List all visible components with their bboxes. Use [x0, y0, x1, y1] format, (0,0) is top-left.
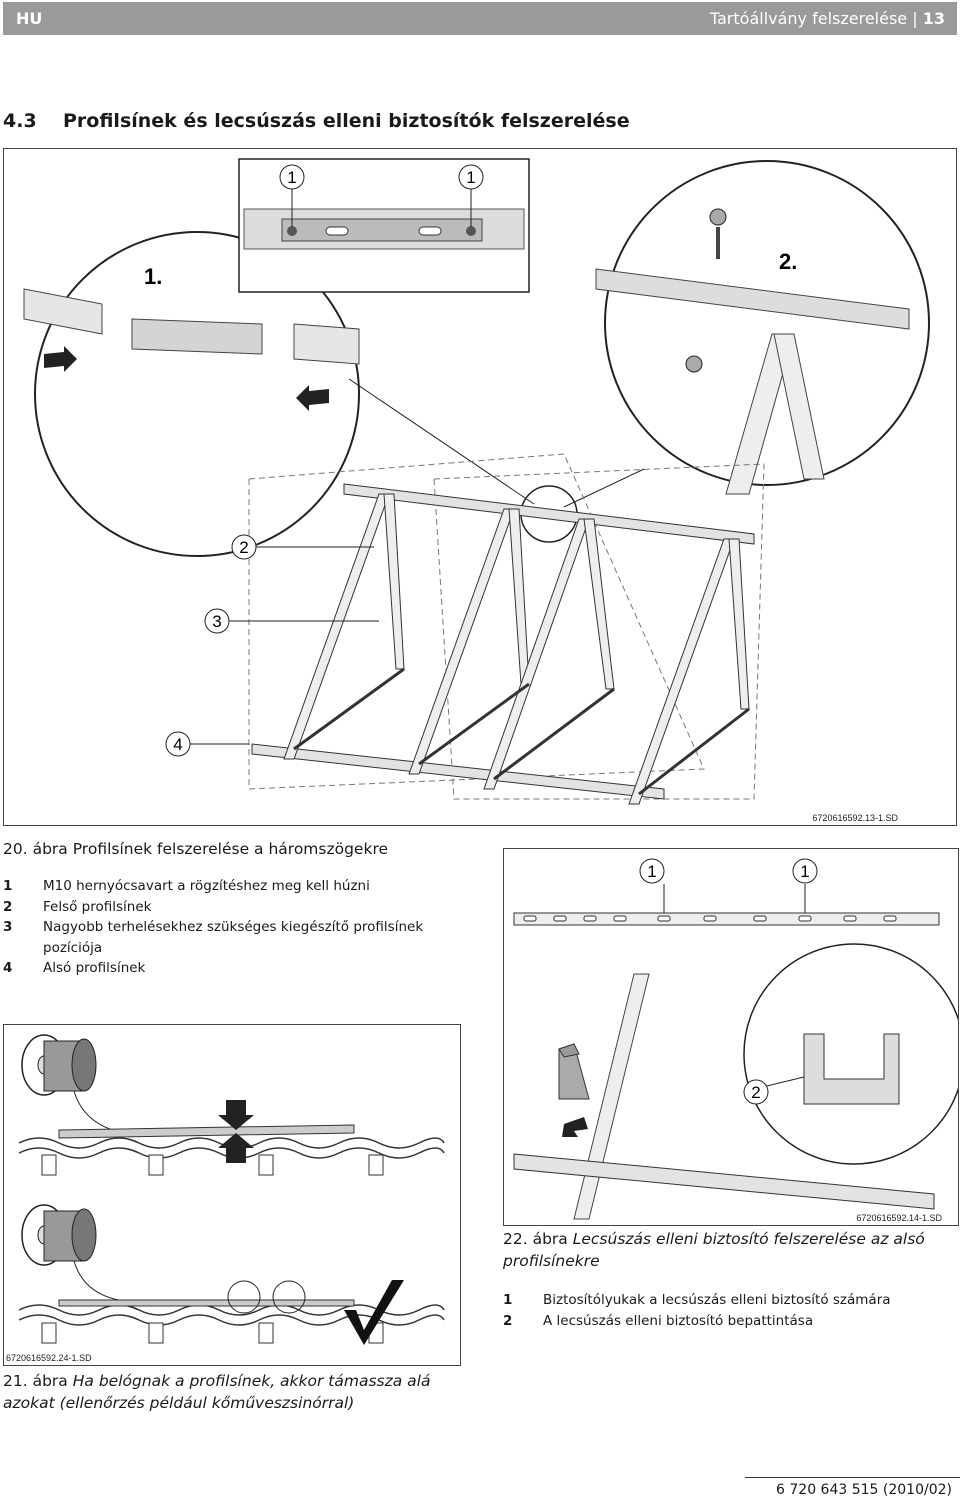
- page-number: 13: [922, 9, 945, 28]
- svg-text:3: 3: [212, 612, 221, 631]
- figure-20-caption: 20. ábra Profilsínek felszerelése a háro…: [3, 838, 473, 860]
- detail-circle-right: [604, 160, 930, 486]
- svg-text:2.: 2.: [779, 249, 797, 274]
- language-tag: HU: [16, 9, 43, 28]
- figure-22-caption-text: Lecsúszás elleni biztosító felszerelése …: [503, 1230, 925, 1270]
- svg-text:1: 1: [466, 168, 475, 187]
- section-number: 4.3: [3, 110, 37, 132]
- svg-text:1: 1: [287, 168, 296, 187]
- page-title: Tartóállvány felszerelése | 13: [710, 9, 945, 28]
- figure-21-caption: 21. ábra Ha belógnak a profilsínek, akko…: [3, 1370, 443, 1414]
- svg-text:2: 2: [239, 538, 248, 557]
- detail-circle-left: [34, 231, 360, 557]
- svg-text:1: 1: [647, 862, 656, 881]
- figure-20-drawing: 1 1 1. 2.: [23, 158, 930, 805]
- figure-22-drawing: 1 1 2: [513, 858, 958, 1220]
- figure-22: 1 1 2 6720616592.14-1.SD: [503, 848, 959, 1226]
- figure-22-code: 6720616592.14-1.SD: [856, 1213, 942, 1223]
- title-separator: |: [912, 9, 918, 28]
- figure-22-number: 22. ábra: [503, 1230, 568, 1248]
- footer-rule: [745, 1477, 960, 1478]
- figure-22-caption: 22. ábra Lecsúszás elleni biztosító fels…: [503, 1228, 943, 1272]
- section-heading: 4.3 Profilsínek és lecsúszás elleni bizto…: [3, 110, 630, 132]
- figure-20-caption-text: Profilsínek felszerelése a háromszögekre: [72, 840, 389, 858]
- figure-21-code: 6720616592.24-1.SD: [6, 1353, 92, 1363]
- svg-text:1: 1: [800, 862, 809, 881]
- chapter-title: Tartóállvány felszerelése: [709, 9, 908, 28]
- document-number: 6 720 643 515 (2010/02): [776, 1482, 952, 1498]
- figure-20: 1 1 1. 2.: [3, 148, 957, 826]
- section-title: Profilsínek és lecsúszás elleni biztosít…: [63, 110, 630, 132]
- figure-21: 6720616592.24-1.SD: [3, 1024, 461, 1366]
- svg-text:2: 2: [751, 1083, 760, 1102]
- figure-21-number: 21. ábra: [3, 1372, 68, 1390]
- figure-21-caption-text: Ha belógnak a profilsínek, akkor támassz…: [3, 1372, 431, 1412]
- figure-21-drawing: [18, 1034, 445, 1345]
- svg-text:4: 4: [173, 735, 182, 754]
- figure-20-number: 20. ábra: [3, 840, 68, 858]
- figure-20-code: 6720616592.13-1.SD: [812, 813, 898, 823]
- page-header: HU Tartóállvány felszerelése | 13: [3, 2, 957, 35]
- svg-text:1.: 1.: [144, 264, 162, 289]
